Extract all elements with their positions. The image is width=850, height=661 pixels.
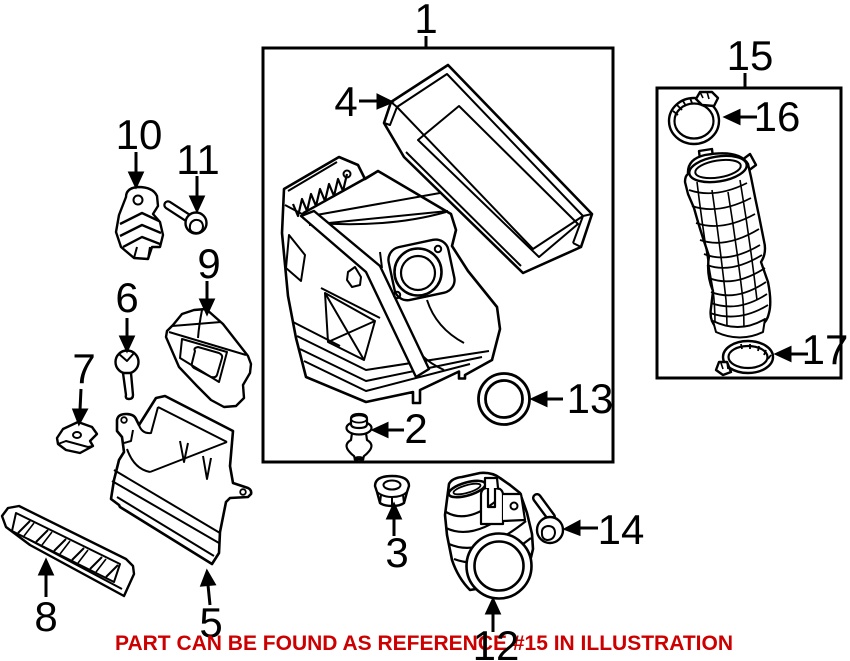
svg-text:12: 12: [473, 622, 520, 661]
svg-text:1: 1: [414, 0, 437, 42]
svg-text:11: 11: [176, 136, 220, 183]
svg-text:13: 13: [567, 375, 614, 422]
svg-text:4: 4: [334, 78, 357, 125]
svg-text:7: 7: [72, 345, 95, 392]
svg-text:10: 10: [116, 111, 163, 158]
svg-text:14: 14: [598, 506, 645, 553]
svg-text:15: 15: [727, 32, 774, 79]
svg-text:17: 17: [802, 326, 849, 373]
svg-text:8: 8: [34, 593, 57, 640]
svg-text:PART CAN BE FOUND AS REFERENCE: PART CAN BE FOUND AS REFERENCE #15 IN IL…: [115, 632, 733, 655]
svg-text:2: 2: [404, 405, 427, 452]
svg-text:3: 3: [385, 529, 408, 576]
svg-text:9: 9: [197, 240, 220, 287]
svg-text:16: 16: [754, 93, 801, 140]
svg-text:5: 5: [199, 599, 222, 646]
svg-text:6: 6: [115, 274, 138, 321]
